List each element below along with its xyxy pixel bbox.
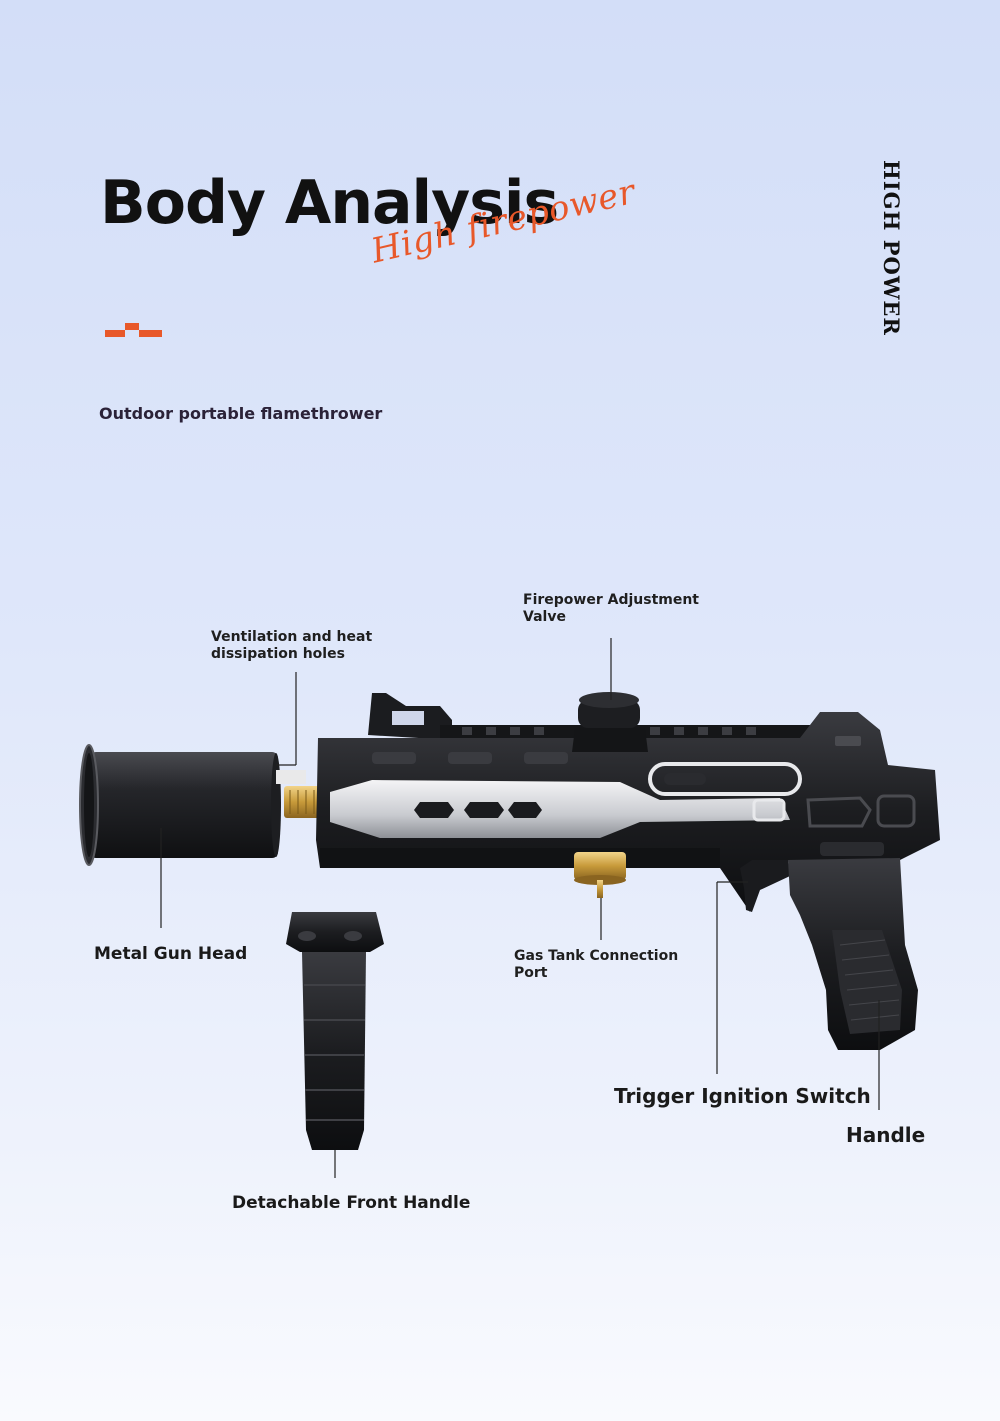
leader-lines xyxy=(160,638,880,1178)
label-line: Port xyxy=(514,965,548,981)
grip-handle xyxy=(788,842,918,1050)
front-handle xyxy=(286,912,384,1150)
page-title: Body Analysis xyxy=(100,168,559,238)
gas-tank-port xyxy=(574,852,626,898)
label-handle: Handle xyxy=(846,1123,926,1147)
label-line: Valve xyxy=(523,609,566,625)
label-line: Firepower Adjustment xyxy=(523,592,699,608)
label-line: Gas Tank Connection xyxy=(514,948,679,964)
label-front-handle: Detachable Front Handle xyxy=(232,1193,471,1213)
accent-decoration xyxy=(105,323,162,337)
label-line: Ventilation and heat xyxy=(211,629,373,645)
metal-gun-head xyxy=(79,744,320,866)
subtitle: Outdoor portable flamethrower xyxy=(99,404,383,423)
firepower-knob xyxy=(572,692,648,752)
label-gas-tank-port: Gas Tank Connection Port xyxy=(514,948,678,982)
label-trigger-switch: Trigger Ignition Switch xyxy=(614,1084,871,1108)
vertical-tagline: HIGH POWER xyxy=(879,160,904,336)
label-ventilation-holes: Ventilation and heat dissipation holes xyxy=(211,629,372,663)
gun-body xyxy=(316,693,940,912)
label-firepower-valve: Firepower Adjustment Valve xyxy=(523,592,699,626)
label-metal-gun-head: Metal Gun Head xyxy=(94,944,248,964)
label-line: dissipation holes xyxy=(211,646,345,662)
